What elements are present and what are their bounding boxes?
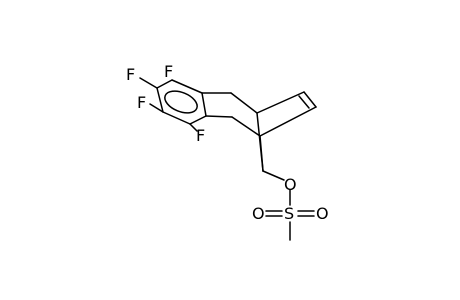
atom-o-sulfonyl-right: O: [316, 204, 329, 223]
atom-f3: F: [137, 93, 146, 112]
bond-lines: [139, 77, 317, 241]
atom-o-sulfonyl-left: O: [252, 204, 265, 223]
atom-f1: F: [164, 62, 173, 81]
atom-f2: F: [126, 65, 135, 84]
atom-s: S: [284, 204, 294, 223]
aromatic-ring-circle: [164, 90, 198, 114]
atom-o-ester: O: [284, 175, 297, 194]
atom-f4: F: [196, 126, 205, 145]
